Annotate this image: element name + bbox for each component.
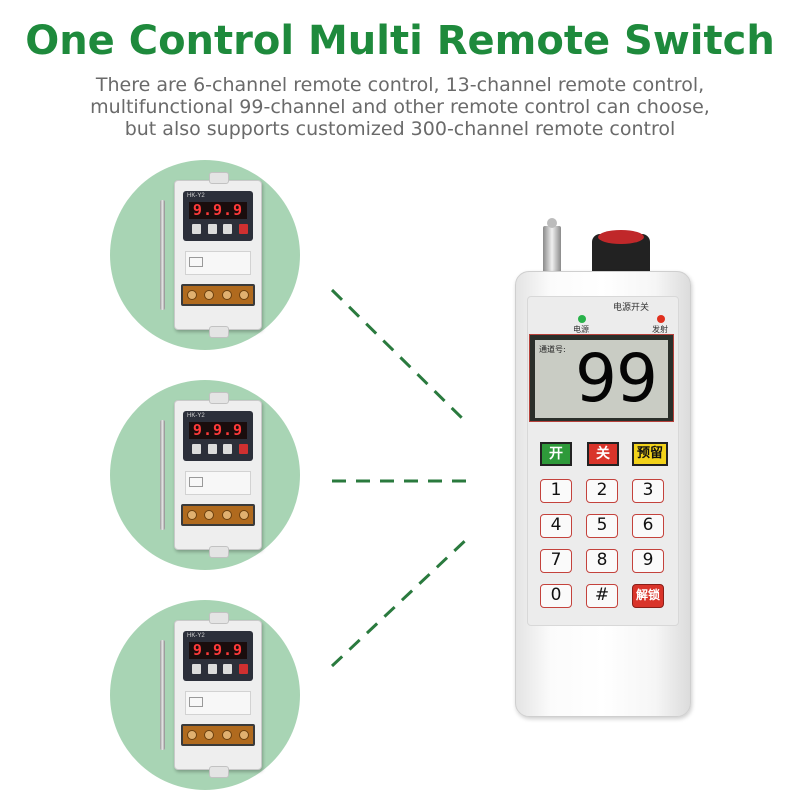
transmit-indicator-light: [657, 315, 665, 323]
dashed-line-bottom: [330, 536, 470, 668]
receiver-label-plate: [185, 251, 251, 275]
receiver-buttons: [192, 664, 248, 674]
receiver-unit-3: HK-Y2 9.9.9: [174, 612, 262, 778]
receiver-model: HK-Y2: [187, 413, 205, 419]
channel-number: 99: [575, 340, 658, 417]
receiver-label-plate: [185, 471, 251, 495]
terminal-block: [181, 724, 255, 746]
power-indicator-light: [578, 315, 586, 323]
key-3[interactable]: 3: [632, 479, 664, 503]
terminal-block: [181, 504, 255, 526]
key-0[interactable]: 0: [540, 584, 572, 608]
receiver-led-display: 9.9.9: [189, 202, 247, 219]
channel-label: 通道号:: [539, 345, 566, 354]
key-2[interactable]: 2: [586, 479, 618, 503]
dashed-line-top: [330, 288, 470, 426]
receiver-buttons: [192, 444, 248, 454]
key-4[interactable]: 4: [540, 514, 572, 538]
receiver-model: HK-Y2: [187, 633, 205, 639]
unlock-button[interactable]: 解锁: [632, 584, 664, 608]
power-knob[interactable]: [592, 230, 650, 274]
receiver-led-display: 9.9.9: [189, 642, 247, 659]
receiver-led-display: 9.9.9: [189, 422, 247, 439]
receiver-unit-2: HK-Y2 9.9.9: [174, 392, 262, 558]
subtitle-line: multifunctional 99-channel and other rem…: [90, 96, 710, 118]
receiver-model: HK-Y2: [187, 193, 205, 199]
key-5[interactable]: 5: [586, 514, 618, 538]
key-9[interactable]: 9: [632, 549, 664, 573]
power-switch-label: 电源开关: [613, 303, 650, 313]
on-button[interactable]: 开: [540, 442, 572, 466]
subtitle-line: but also supports customized 300-channel…: [124, 118, 676, 140]
terminal-block: [181, 284, 255, 306]
receiver-buttons: [192, 224, 248, 234]
antenna-icon: [160, 200, 165, 310]
subtitle-line: There are 6-channel remote control, 13-c…: [95, 74, 705, 96]
receiver-unit-1: HK-Y2 9.9.9: [174, 172, 262, 338]
power-indicator-label: 电源: [573, 325, 589, 334]
lcd-screen: 通道号: 99: [529, 334, 674, 422]
key-7[interactable]: 7: [540, 549, 572, 573]
key-8[interactable]: 8: [586, 549, 618, 573]
key-6[interactable]: 6: [632, 514, 664, 538]
receiver-label-plate: [185, 691, 251, 715]
page-title: One Control Multi Remote Switch: [25, 18, 775, 64]
antenna-icon: [160, 640, 165, 750]
function-key-row: 开 关 预留: [537, 442, 669, 466]
key-hash[interactable]: #: [586, 584, 618, 608]
transmit-indicator-label: 发射: [652, 325, 668, 334]
reserve-button[interactable]: 预留: [632, 442, 668, 466]
remote-antenna-icon: [543, 218, 561, 276]
key-1[interactable]: 1: [540, 479, 572, 503]
page-subtitle: There are 6-channel remote control, 13-c…: [10, 74, 790, 140]
antenna-icon: [160, 420, 165, 530]
off-button[interactable]: 关: [587, 442, 619, 466]
